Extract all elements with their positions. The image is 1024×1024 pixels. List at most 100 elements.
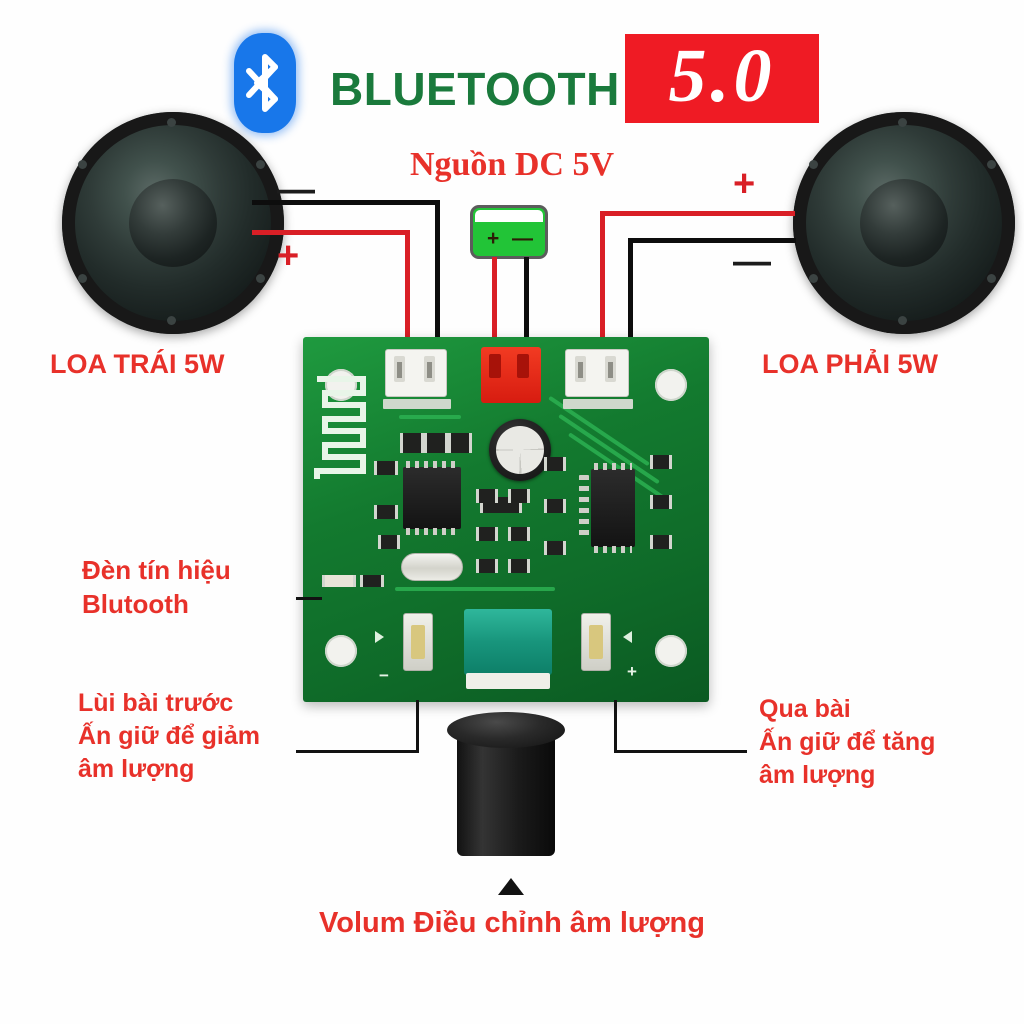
dc-power-source: + — (470, 205, 548, 259)
smd-component (653, 535, 669, 549)
amplifier-ic (591, 463, 635, 553)
right-speaker-minus-sign: — (733, 241, 771, 283)
right-speaker-connector[interactable] (565, 349, 629, 397)
connector-solder-pad (563, 399, 633, 409)
left-speaker-negative-wire-horizontal (252, 200, 440, 205)
connector-slot (489, 354, 501, 378)
right-speaker (793, 112, 1015, 334)
version-badge-text: 5.0 (668, 33, 776, 118)
led-silkscreen-icon (623, 631, 632, 643)
power-source-top-strip (475, 210, 543, 222)
right-speaker-label: LOA PHẢI 5W (762, 349, 939, 379)
smd-component (547, 499, 563, 513)
ic-pins (406, 461, 458, 468)
speaker-screw (987, 274, 996, 283)
volume-potentiometer[interactable] (464, 609, 552, 689)
power-source-minus-sign: — (512, 227, 533, 250)
right-speaker-negative-wire-horizontal (628, 238, 796, 243)
smd-component (653, 455, 669, 469)
left-speaker-negative-wire-vertical (435, 200, 440, 365)
smd-component (479, 489, 495, 503)
ic-pins (594, 463, 632, 470)
next-button-label: Qua bài Ấn giữ để tăng âm lượng (759, 695, 936, 789)
previous-track-button[interactable] (403, 613, 433, 671)
plus-silkscreen-label: + (627, 662, 637, 681)
next-track-button[interactable] (581, 613, 611, 671)
led-silkscreen-icon (375, 631, 384, 643)
volume-knob-top (447, 712, 565, 748)
smd-component (377, 505, 395, 519)
bluetooth-icon (234, 33, 296, 133)
next-button-leader-horizontal (614, 750, 747, 753)
speaker-screw (809, 274, 818, 283)
speaker-screw (167, 316, 176, 325)
connector-pin (608, 362, 613, 378)
speaker-screw (256, 274, 265, 283)
minus-silkscreen-label: − (379, 666, 389, 685)
pcb-trace (399, 415, 461, 419)
smd-component (547, 541, 563, 555)
speaker-screw (987, 160, 996, 169)
amplifier-pcb: − + (303, 337, 709, 702)
bluetooth-led-leader-line (296, 597, 322, 600)
smd-component (511, 489, 527, 503)
left-speaker-positive-wire-horizontal (252, 230, 410, 235)
power-supply-title: Nguồn DC 5V (409, 146, 615, 183)
speaker-screw (809, 160, 818, 169)
left-speaker-connector[interactable] (385, 349, 447, 397)
smd-component (403, 433, 421, 453)
smd-component (547, 457, 563, 471)
version-badge: 5.0 (625, 34, 819, 123)
power-source-plus-sign: + (487, 227, 500, 250)
speaker-screw (256, 160, 265, 169)
power-positive-wire (492, 257, 497, 367)
prev-button-label: Lùi bài trước Ấn giữ để giảm âm lượng (78, 689, 261, 783)
connector-pin (427, 362, 432, 378)
left-speaker (62, 112, 284, 334)
volume-arrow-icon (498, 878, 524, 895)
next-button-leader-vertical (614, 700, 617, 752)
potentiometer-base (466, 673, 550, 689)
volume-knob-label: Volum Điều chỉnh âm lượng (319, 907, 705, 939)
connector-pin (578, 362, 583, 378)
right-speaker-positive-wire-vertical (600, 211, 605, 365)
right-speaker-negative-wire-vertical (628, 238, 633, 365)
pcb-trace (395, 587, 555, 591)
smd-component (511, 527, 527, 541)
volume-knob-body (457, 730, 555, 856)
bluetooth-signal-led (325, 575, 353, 587)
smd-component (451, 433, 469, 453)
speaker-screw (78, 160, 87, 169)
speaker-screw (78, 274, 87, 283)
smd-component (479, 527, 495, 541)
bluetooth-led-label: Đèn tín hiệu Blutooth (82, 555, 231, 620)
smd-component (427, 433, 445, 453)
bluetooth-module-ic (403, 461, 461, 535)
right-speaker-plus-sign: + (733, 163, 756, 205)
right-speaker-positive-wire-horizontal (600, 211, 795, 216)
speaker-screw (898, 316, 907, 325)
ic-pins (406, 528, 458, 535)
power-negative-wire (524, 257, 529, 367)
smd-resistor (363, 575, 381, 587)
prev-button-leader-vertical (416, 700, 419, 752)
power-connector[interactable] (481, 347, 541, 403)
left-speaker-plus-sign: + (277, 235, 300, 277)
mounting-hole (655, 635, 687, 667)
left-speaker-label: LOA TRÁI 5W (50, 349, 225, 379)
ic-pins (579, 475, 589, 541)
speaker-screw (167, 118, 176, 127)
connector-solder-pad (383, 399, 451, 409)
smd-component (511, 559, 527, 573)
prev-button-leader-horizontal (296, 750, 419, 753)
smd-component (381, 535, 397, 549)
bluetooth-antenna-trace (314, 376, 366, 479)
smd-component (377, 461, 395, 475)
left-speaker-positive-wire-vertical (405, 230, 410, 365)
smd-component (653, 495, 669, 509)
speaker-screw (898, 118, 907, 127)
volume-knob[interactable] (447, 712, 565, 860)
connector-pin (397, 362, 402, 378)
bluetooth-wordmark: BLUETOOTH (330, 63, 620, 115)
